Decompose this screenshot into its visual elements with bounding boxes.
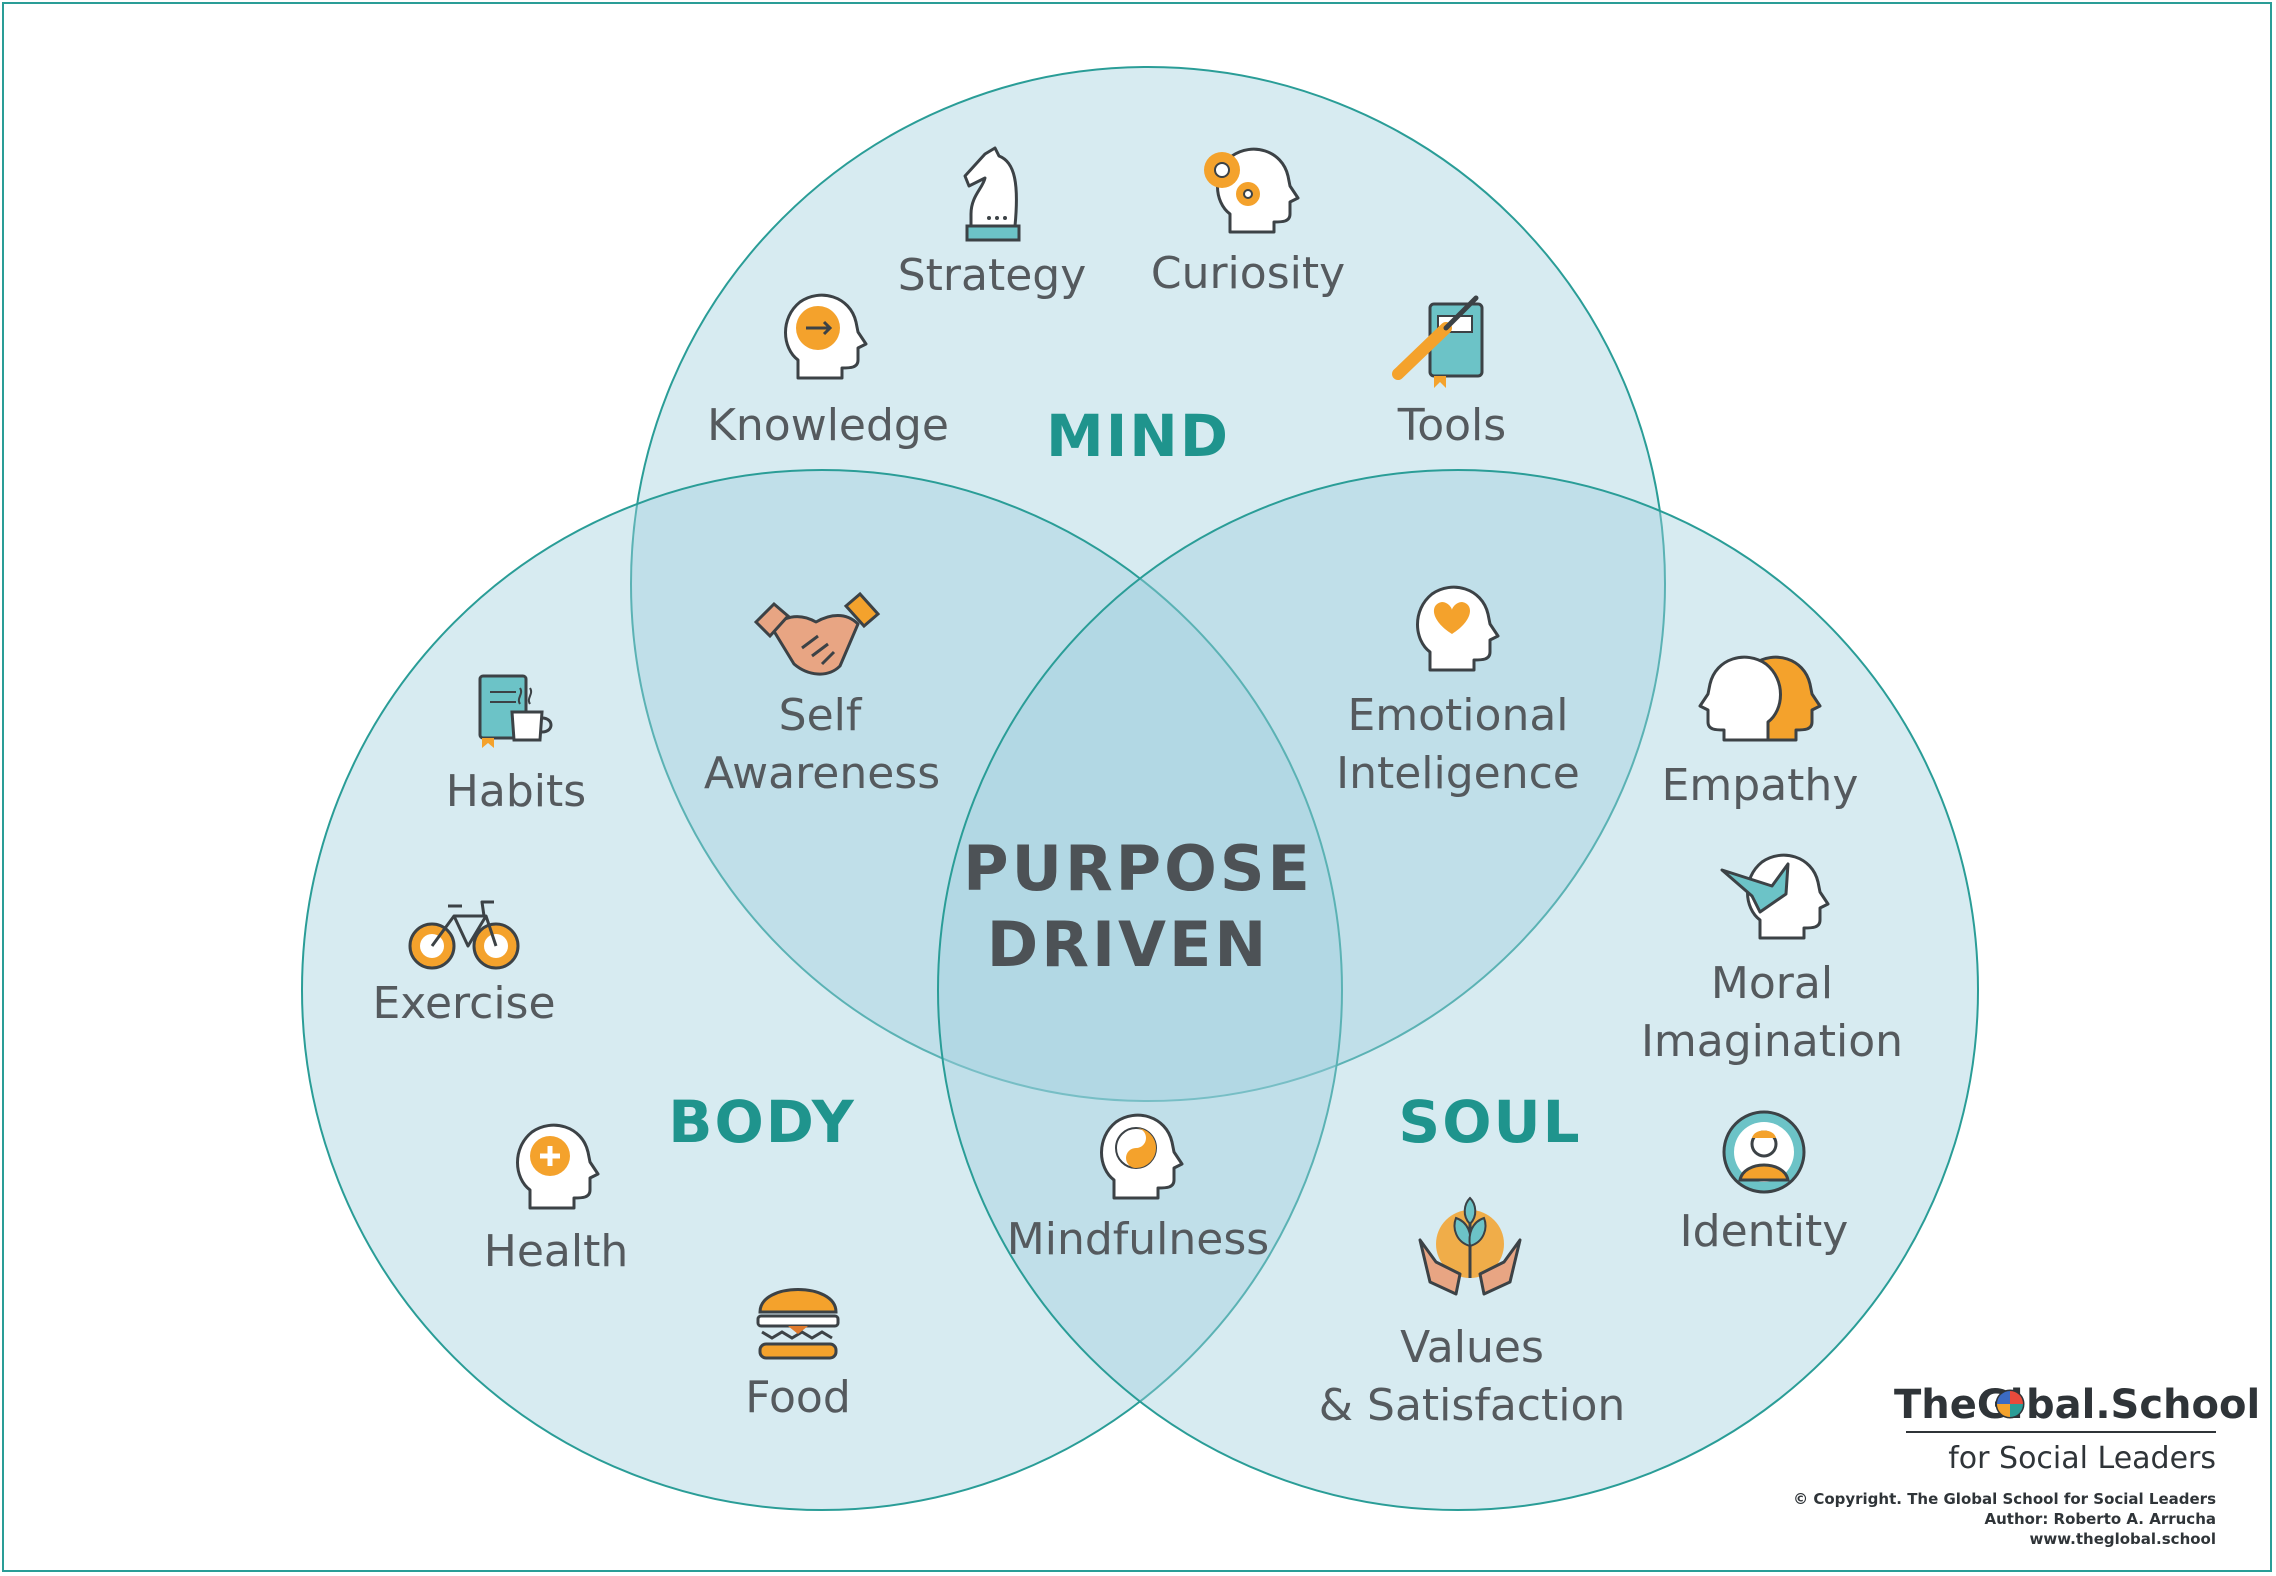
moral-bird-head-icon [1720,853,1830,940]
mindfulness-yinyang-head-icon [1100,1113,1184,1200]
knowledge-label: Knowledge [707,400,949,451]
curiosity-label: Curiosity [1151,248,1345,299]
curiosity-gears-icon [1204,147,1300,234]
strategy-label: Strategy [898,250,1087,301]
empathy-label: Empathy [1662,760,1859,811]
exercise-label: Exercise [372,978,555,1029]
burger-icon [756,1288,840,1360]
identity-person-icon [1722,1110,1806,1194]
self-awareness-label-line2: Awareness [704,748,940,799]
values-plant-hands-icon [1418,1196,1522,1296]
soul-heading: SOUL [1398,1088,1581,1156]
global-school-logo: TheGl bal.School for Social Leaders [1894,1382,2260,1476]
values-satisfaction-label-line2: & Satisfaction [1319,1380,1626,1431]
habits-book-coffee-icon [478,674,553,748]
tools-book-screwdriver-icon [1392,295,1484,388]
center-title-line1: PURPOSE [963,832,1313,905]
website-text: www.theglobal.school [2030,1530,2216,1548]
globe-icon [1995,1389,2025,1419]
health-label: Health [484,1226,628,1277]
author-text: Author: Roberto A. Arrucha [1984,1510,2216,1528]
logo-text-part2: bal.School [2026,1382,2260,1428]
copyright-text: © Copyright. The Global School for Socia… [1793,1490,2216,1508]
handshake-icon [753,591,881,676]
identity-label: Identity [1680,1206,1849,1257]
mindfulness-label: Mindfulness [1007,1214,1269,1265]
body-heading: BODY [668,1088,855,1156]
emotional-intelligence-label-line1: Emotional [1347,690,1568,741]
emotional-intelligence-label-line2: Inteligence [1336,748,1580,799]
bicycle-icon [408,900,520,970]
self-awareness-label-line1: Self [779,690,863,741]
health-head-icon [516,1123,600,1210]
chess-knight-icon [963,146,1021,242]
knowledge-head-icon [784,293,868,380]
moral-imagination-label-line1: Moral [1711,958,1833,1009]
empathy-heads-icon [1698,655,1822,742]
emotional-heart-head-icon [1416,585,1500,672]
tools-label: Tools [1397,400,1506,451]
habits-label: Habits [446,766,586,817]
mind-heading: MIND [1046,402,1230,470]
moral-imagination-label-line2: Imagination [1641,1016,1903,1067]
logo-subtitle: for Social Leaders [1948,1441,2216,1476]
center-title-line2: DRIVEN [987,908,1270,981]
food-label: Food [745,1372,851,1423]
values-satisfaction-label-line1: Values [1400,1322,1544,1373]
body-circle [301,469,1343,1511]
